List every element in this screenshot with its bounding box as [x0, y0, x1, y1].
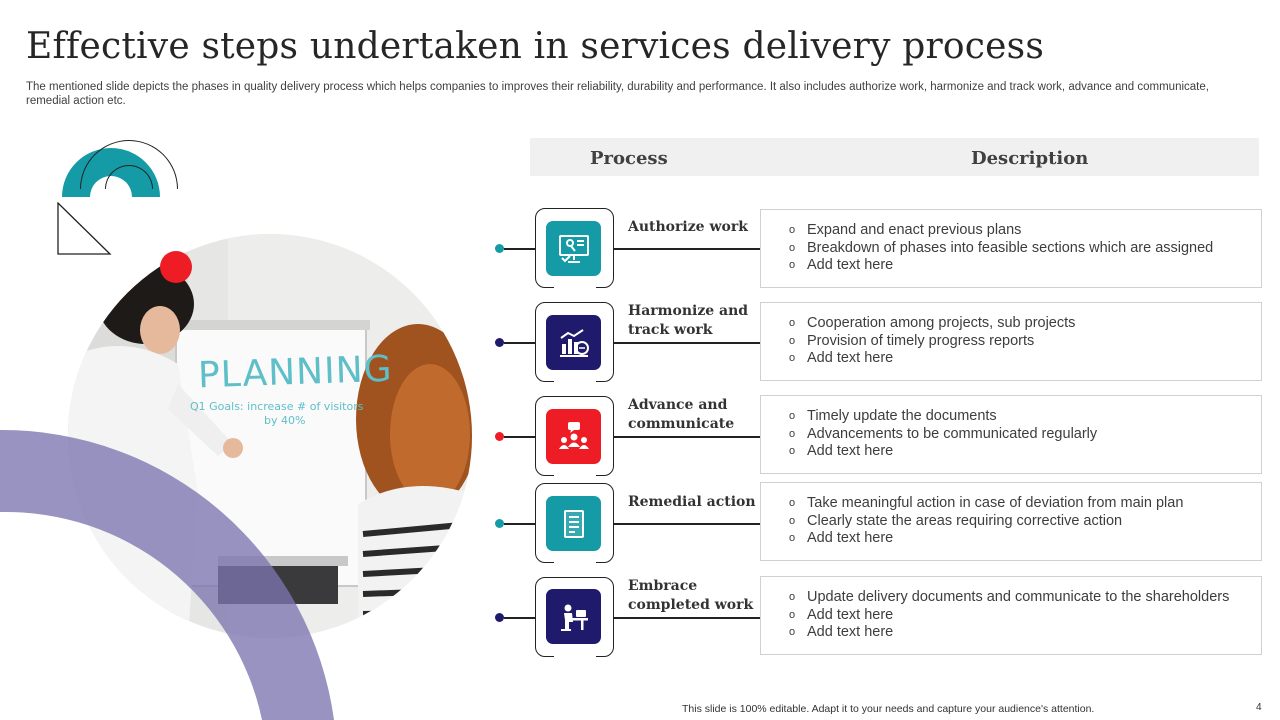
description-box: Update delivery documents and communicat… [760, 576, 1262, 655]
row-connector-line-right [614, 615, 765, 620]
icon-frame-gap [554, 559, 596, 567]
description-box: Cooperation among projects, sub projects… [760, 302, 1262, 381]
row-connector-line [504, 342, 536, 344]
row-connector-dot [495, 613, 504, 622]
row-connector-line [504, 248, 536, 250]
description-item: Add text here [789, 257, 1261, 275]
description-item: Add text here [789, 530, 1261, 548]
row-connector-dot [495, 432, 504, 441]
team-planning-photo: PLANNING Q1 Goals: increase # of visitor… [68, 234, 472, 638]
row-connector-dot [495, 244, 504, 253]
page-number: 4 [1256, 702, 1262, 713]
icon-frame-gap [554, 472, 596, 480]
red-circle-decoration [160, 251, 192, 283]
description-item: Breakdown of phases into feasible sectio… [789, 240, 1261, 258]
row-connector-dot [495, 519, 504, 528]
description-box: Expand and enact previous plans Breakdow… [760, 209, 1262, 288]
slide-title: Effective steps undertaken in services d… [26, 26, 1044, 67]
description-box: Timely update the documents Advancements… [760, 395, 1262, 474]
icon-frame-gap [554, 378, 596, 386]
footer-note: This slide is 100% editable. Adapt it to… [682, 703, 1095, 715]
approval-monitor-icon [546, 221, 601, 276]
table-header-bar [530, 138, 1259, 176]
description-item: Clearly state the areas requiring correc… [789, 513, 1261, 531]
team-communication-icon [546, 409, 601, 464]
process-label: Remedial action [628, 494, 756, 510]
row-connector-line [504, 523, 536, 525]
whiteboard-heading: PLANNING [197, 348, 394, 397]
process-label: Embrace completed work [628, 578, 754, 613]
row-connector-line-right [614, 434, 765, 439]
process-column-header: Process [590, 148, 668, 169]
description-item: Update delivery documents and communicat… [789, 589, 1261, 607]
description-item: Add text here [789, 607, 1261, 625]
row-connector-line-right [614, 246, 765, 251]
triangle-decoration [57, 202, 112, 255]
description-item: Add text here [789, 443, 1261, 461]
person-at-desk-icon [546, 589, 601, 644]
icon-frame-gap [554, 653, 596, 661]
description-column-header: Description [971, 148, 1089, 169]
description-item: Take meaningful action in case of deviat… [789, 495, 1261, 513]
document-checklist-icon [546, 496, 601, 551]
row-connector-dot [495, 338, 504, 347]
description-item: Add text here [789, 350, 1261, 368]
description-item: Cooperation among projects, sub projects [789, 315, 1261, 333]
whiteboard-note-line1: Q1 Goals: increase # of visitors [190, 400, 364, 413]
description-item: Advancements to be communicated regularl… [789, 426, 1261, 444]
row-connector-line [504, 617, 536, 619]
description-item: Expand and enact previous plans [789, 222, 1261, 240]
description-item: Provision of timely progress reports [789, 333, 1261, 351]
process-label: Advance and communicate [628, 397, 735, 432]
row-connector-line-right [614, 340, 765, 345]
chart-tracking-icon [546, 315, 601, 370]
slide-subtitle: The mentioned slide depicts the phases i… [26, 81, 1209, 107]
row-connector-line [504, 436, 536, 438]
description-box: Take meaningful action in case of deviat… [760, 482, 1262, 561]
description-item: Timely update the documents [789, 408, 1261, 426]
row-connector-line-right [614, 521, 765, 526]
process-label: Authorize work [628, 219, 748, 235]
process-label: Harmonize and track work [628, 303, 749, 338]
icon-frame-gap [554, 284, 596, 292]
description-item: Add text here [789, 624, 1261, 642]
whiteboard-note-line2: by 40% [264, 414, 306, 427]
